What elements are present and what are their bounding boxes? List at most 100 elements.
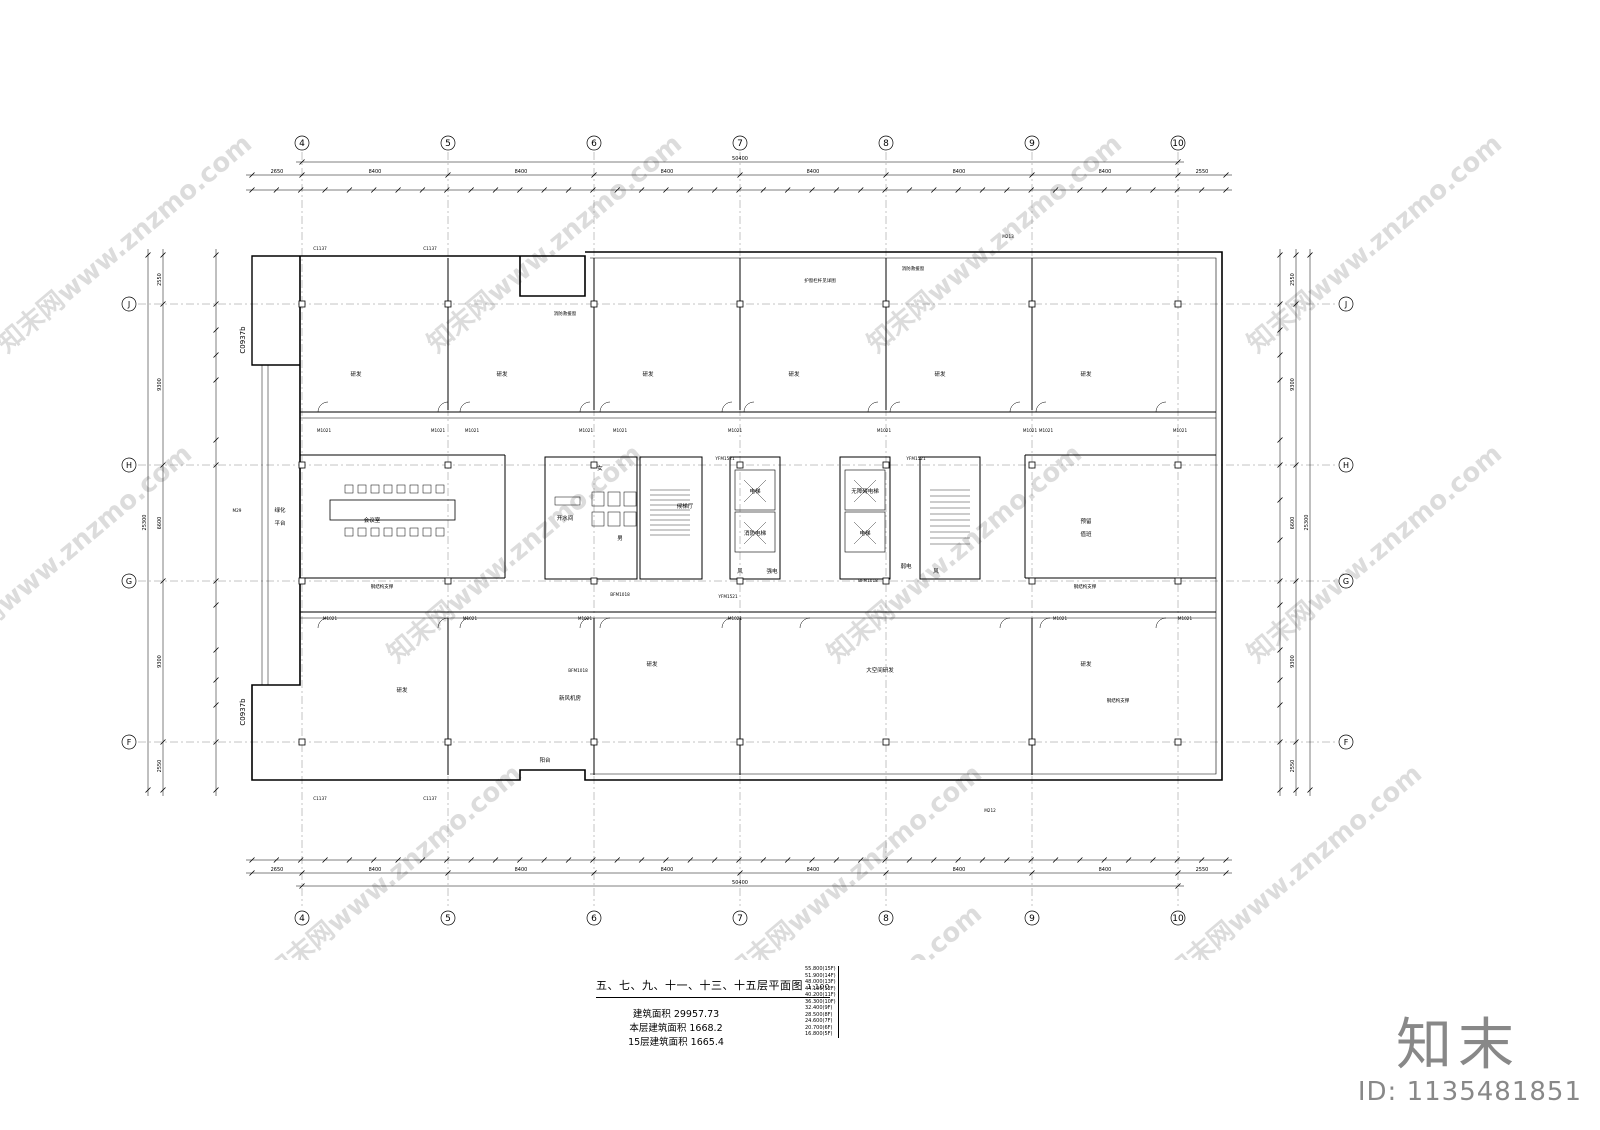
chair [435,527,445,537]
door-tag: M1021 [1039,428,1054,433]
room-label-toilet-m: 男 [617,535,623,542]
dim-tick [249,857,255,863]
dim-tick [1307,252,1313,258]
axis-label: 10 [1172,139,1184,149]
chair [422,484,432,494]
note-steel-support: 钢结构支撑 [1074,583,1097,590]
dim-tick [160,301,166,307]
dim-text: 8400 [661,867,674,873]
dim-tick [1277,352,1283,358]
window-tag-side: C0937b [239,326,247,354]
room-box [729,456,781,580]
structural-column [882,577,890,585]
axis-label: 8 [883,139,889,149]
dim-text: 8400 [369,169,382,175]
dim-tick [273,187,280,193]
door-tag: M1021 [463,616,478,621]
dim-tick [213,702,219,708]
room-label-lift: 电梯 [749,487,761,495]
structural-column [736,461,744,469]
axis-label: 9 [1029,139,1035,149]
dim-text: 2550 [157,273,163,286]
toilet-stall [607,491,621,507]
elevation-row: 24.600(7F) [805,1018,839,1025]
room-label-shaft: 风 [933,568,939,575]
door-tag: BFM1018 [568,668,588,673]
watermark-text: 知末网www.znzmo.com [0,129,258,359]
dim-tick [638,857,645,863]
dim-text: 8400 [953,867,966,873]
structural-column [444,577,452,585]
dim-tick [1277,327,1283,333]
door-tag: M29 [233,508,242,513]
dim-tick [1198,857,1205,863]
axis-label: 6 [591,914,597,924]
door-tag: M1021 [613,428,628,433]
dim-tick [614,857,621,863]
dim-text: 25300 [1304,515,1310,531]
toilet-stall [591,491,605,507]
watermark-text: 知末网www.znzmo.com [1242,129,1508,359]
wall [590,257,1217,775]
room-label-air-room: 新风机房 [559,694,582,702]
dim-tick [736,187,742,193]
dim-tick [299,159,305,165]
toilet-stall [591,511,605,527]
dim-tick [1277,437,1283,443]
structural-column [736,300,744,308]
dim-text: 2550 [1196,867,1209,873]
door-swing [437,617,449,629]
elevator-cross [853,521,877,545]
dim-text: 6600 [1290,517,1296,530]
door-swing [1009,401,1021,413]
dim-tick [857,857,864,863]
axis-bubble [1024,135,1040,151]
dim-tick [591,172,597,178]
structural-column [590,300,598,308]
room-label-balcony: 阳台 [539,756,551,764]
chair [396,484,406,494]
dim-tick [492,187,499,193]
chair [344,527,354,537]
dim-tick [1277,462,1283,468]
axis-bubble [732,135,748,151]
axis-label: 8 [883,914,889,924]
axis-label: F [1344,738,1349,747]
dim-text: 25300 [142,515,148,531]
door-tag: YFM1521 [905,456,926,461]
dim-tick [395,857,401,863]
dim-tick [322,187,328,193]
axis-bubble [586,135,602,151]
axis-bubble [440,135,456,151]
dim-tick [737,870,743,876]
axis-bubble [121,296,137,312]
dim-tick [1277,739,1283,745]
dim-tick [931,187,937,193]
chair [396,527,406,537]
watermark-text: 知末网www.znzmo.com [862,129,1128,359]
dim-tick [687,187,694,193]
dim-text: 8400 [953,169,966,175]
window-tag: C1137 [313,796,327,801]
dim-tick [1150,857,1156,863]
door-tag: YFM1521 [717,594,738,599]
dim-text: 2550 [1196,169,1209,175]
dim-tick [249,870,255,876]
dim-text: 50400 [732,880,748,886]
room-label-strong: 强电 [766,567,778,575]
door-tag: M1021 [578,616,593,621]
floor-plan-drawing: 知末网www.znzmo.com 知末网www.znzmo.com 知末网www.z… [0,129,1508,960]
door-swing [721,401,733,413]
meeting-table [329,499,456,521]
dim-tick [160,252,166,258]
dim-tick [1004,187,1010,193]
room-box [844,469,886,511]
dim-tick [1198,187,1205,193]
dim-tick [1277,647,1283,653]
dim-tick [273,857,280,863]
structural-column [1174,577,1182,585]
dim-tick [955,857,961,863]
door-tag: YFM1521 [714,456,735,461]
axis-label: 5 [445,139,451,149]
